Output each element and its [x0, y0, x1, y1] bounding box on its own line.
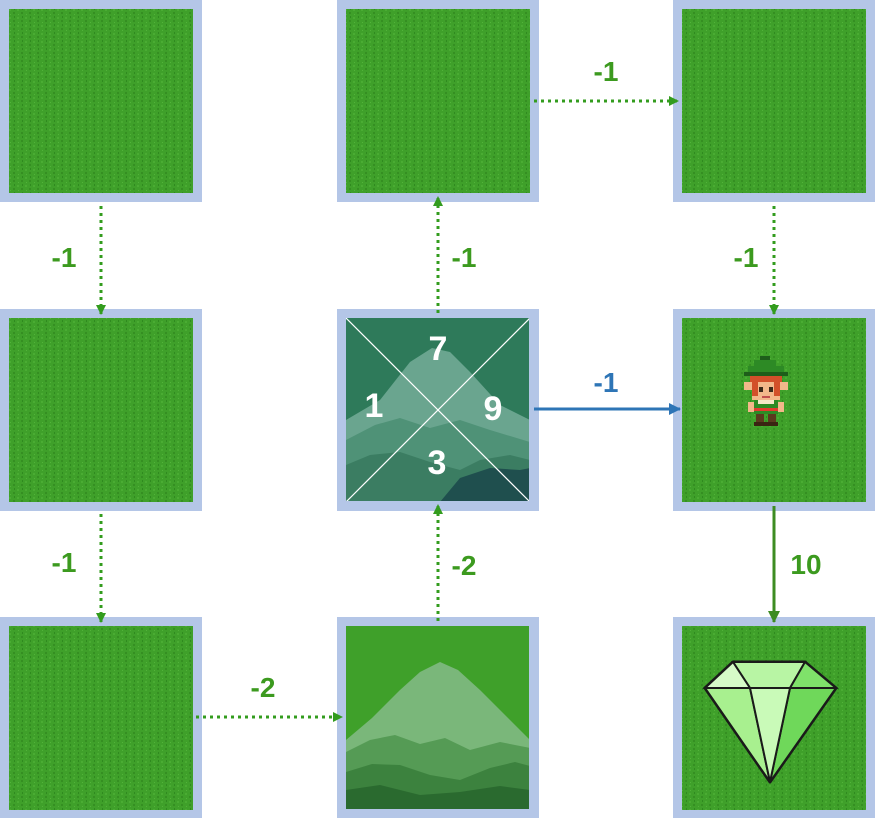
green-gem-icon	[702, 660, 839, 784]
tile-r2c2-goal	[673, 617, 875, 818]
edge-label-r0c2-to-r1c2: -1	[734, 242, 759, 273]
edge-label-r1c0-to-r2c0: -1	[52, 547, 77, 578]
edge-label-r2c1-to-r1c1: -2	[452, 550, 477, 581]
tile-r1c2-agent	[673, 309, 875, 511]
value-bottom: 3	[428, 444, 447, 482]
tile-r1c0	[0, 309, 202, 511]
tile-r1c1-mountain-values: 7 1 9 3	[337, 309, 539, 511]
tile-r2c1-mountain	[337, 617, 539, 818]
elf-character-icon	[744, 356, 788, 426]
edge-label-r0c0-to-r1c0: -1	[52, 242, 77, 273]
edge-label-r0c1-to-r0c2: -1	[594, 56, 619, 87]
edge-label-r1c2-to-r2c2: 10	[790, 549, 821, 580]
tile-r0c2	[673, 0, 875, 202]
edge-label-r1c1-to-r1c2: -1	[594, 367, 619, 398]
edge-label-r2c0-to-r2c1: -2	[251, 672, 276, 703]
value-left: 1	[365, 387, 384, 425]
edge-label-r1c1-to-r0c1: -1	[452, 242, 477, 273]
tile-r2c0	[0, 617, 202, 818]
tile-r0c0	[0, 0, 202, 202]
tile-r0c1	[337, 0, 539, 202]
value-right: 9	[484, 390, 503, 428]
value-top: 7	[429, 330, 448, 368]
